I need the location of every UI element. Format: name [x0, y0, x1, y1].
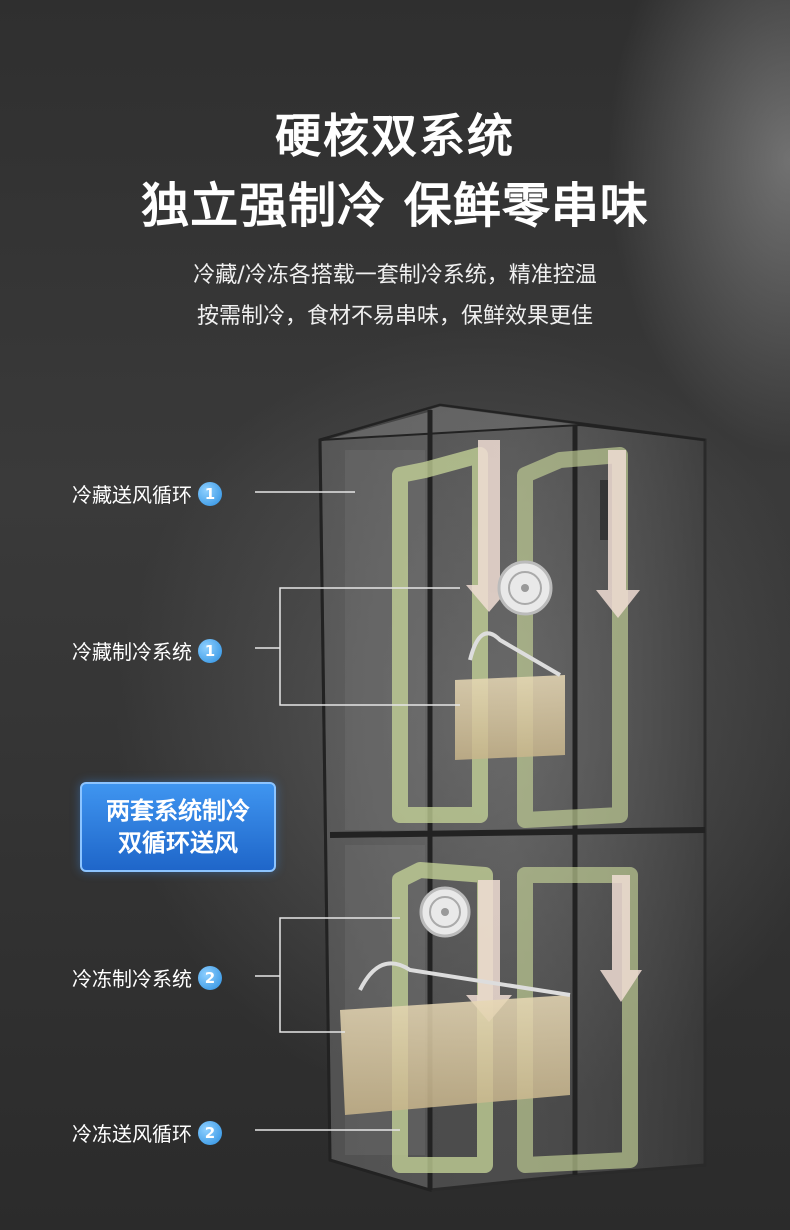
- label-freezer-cooling-system: 冷冻制冷系统 2: [72, 963, 222, 992]
- leader-lines: [255, 491, 460, 1131]
- fan-icon: [419, 560, 553, 938]
- label-freezer-airflow: 冷冻送风循环 2: [72, 1118, 222, 1147]
- number-badge: 1: [198, 481, 222, 506]
- callout-line2: 双循环送风: [118, 829, 238, 857]
- number-badge: 2: [198, 1120, 222, 1145]
- description-line1: 冷藏/冷冻各搭载一套制冷系统，精准控温: [193, 263, 597, 288]
- page-title-line1: 硬核双系统: [275, 109, 515, 163]
- label-fridge-airflow: 冷藏送风循环 1: [72, 479, 222, 508]
- label-fridge-cooling-text: 冷藏制冷系统: [72, 640, 192, 664]
- label-fridge-cooling-system: 冷藏制冷系统 1: [72, 636, 222, 665]
- description-line2: 按需制冷，食材不易串味，保鲜效果更佳: [196, 304, 593, 329]
- label-freezer-cooling-text: 冷冻制冷系统: [72, 967, 192, 991]
- number-badge: 1: [198, 638, 222, 663]
- label-fridge-airflow-text: 冷藏送风循环: [72, 483, 192, 507]
- page-title-line2: 独立强制冷 保鲜零串味: [141, 178, 649, 234]
- airflow-arrow-icon: [466, 440, 642, 1022]
- callout-line1: 两套系统制冷: [106, 797, 250, 825]
- number-badge: 2: [198, 965, 222, 990]
- feature-callout: 两套系统制冷 双循环送风: [80, 782, 276, 872]
- label-freezer-airflow-text: 冷冻送风循环: [72, 1122, 192, 1146]
- evaporator-icon: [340, 631, 571, 1115]
